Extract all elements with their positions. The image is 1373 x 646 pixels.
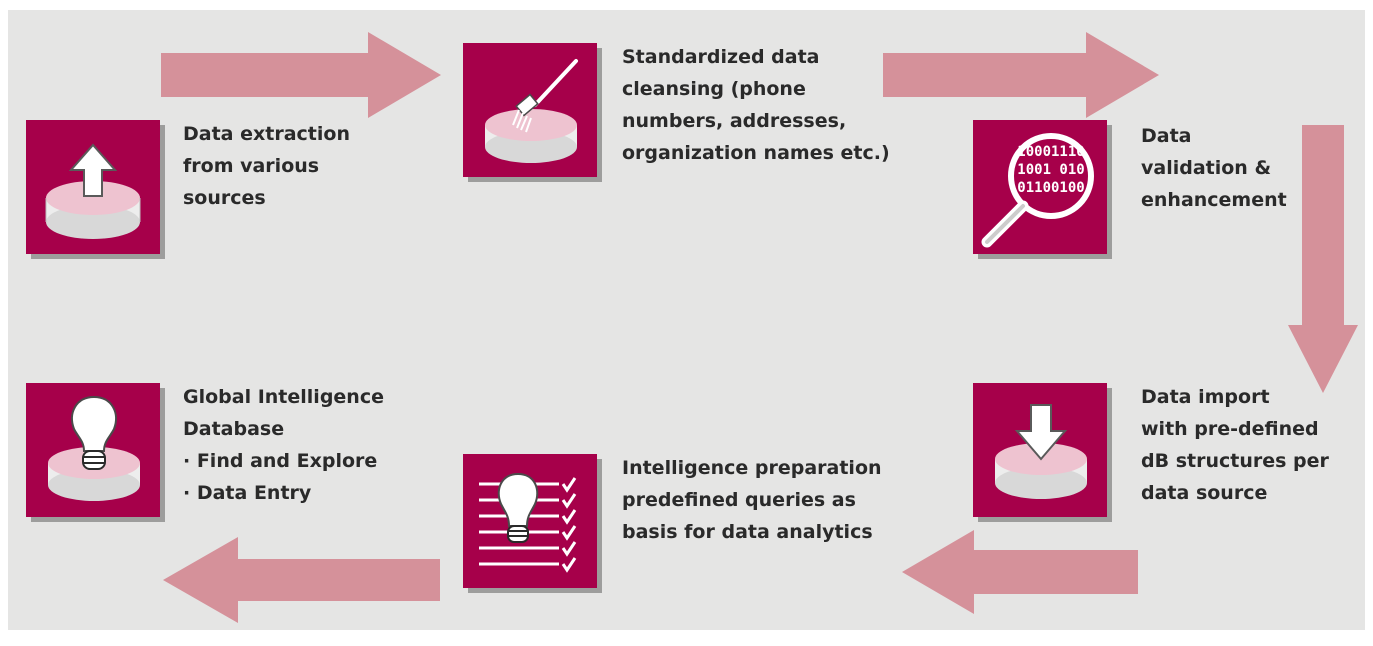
bulb-disk-icon [48, 395, 140, 501]
arrow-left-bottom-right [902, 530, 1138, 614]
step-extraction-tile [26, 120, 160, 254]
step-cleansing-tile [463, 43, 597, 177]
step-import-tile [973, 383, 1107, 517]
step-validation-tile: 10001110 1001 010 01100100 [973, 120, 1107, 254]
download-disk-icon [995, 404, 1087, 499]
binary-line-1: 10001110 [1017, 144, 1084, 160]
upload-disk-icon [45, 143, 141, 239]
arrow-down-right [1288, 125, 1358, 393]
arrow-right-top-left [161, 32, 441, 118]
arrow-right-top-right [883, 32, 1159, 118]
arrow-left-bottom-left [163, 537, 440, 623]
binary-line-2: 1001 010 [1017, 162, 1084, 178]
flow-arrows [161, 32, 1358, 623]
step-preparation-tile [463, 454, 597, 588]
brush-disk-icon [485, 59, 578, 163]
magnifier-binary-icon: 10001110 1001 010 01100100 [981, 133, 1094, 248]
bulb-checklist-icon [479, 472, 577, 573]
binary-line-3: 01100100 [1017, 180, 1084, 196]
step-database-tile [26, 383, 160, 517]
